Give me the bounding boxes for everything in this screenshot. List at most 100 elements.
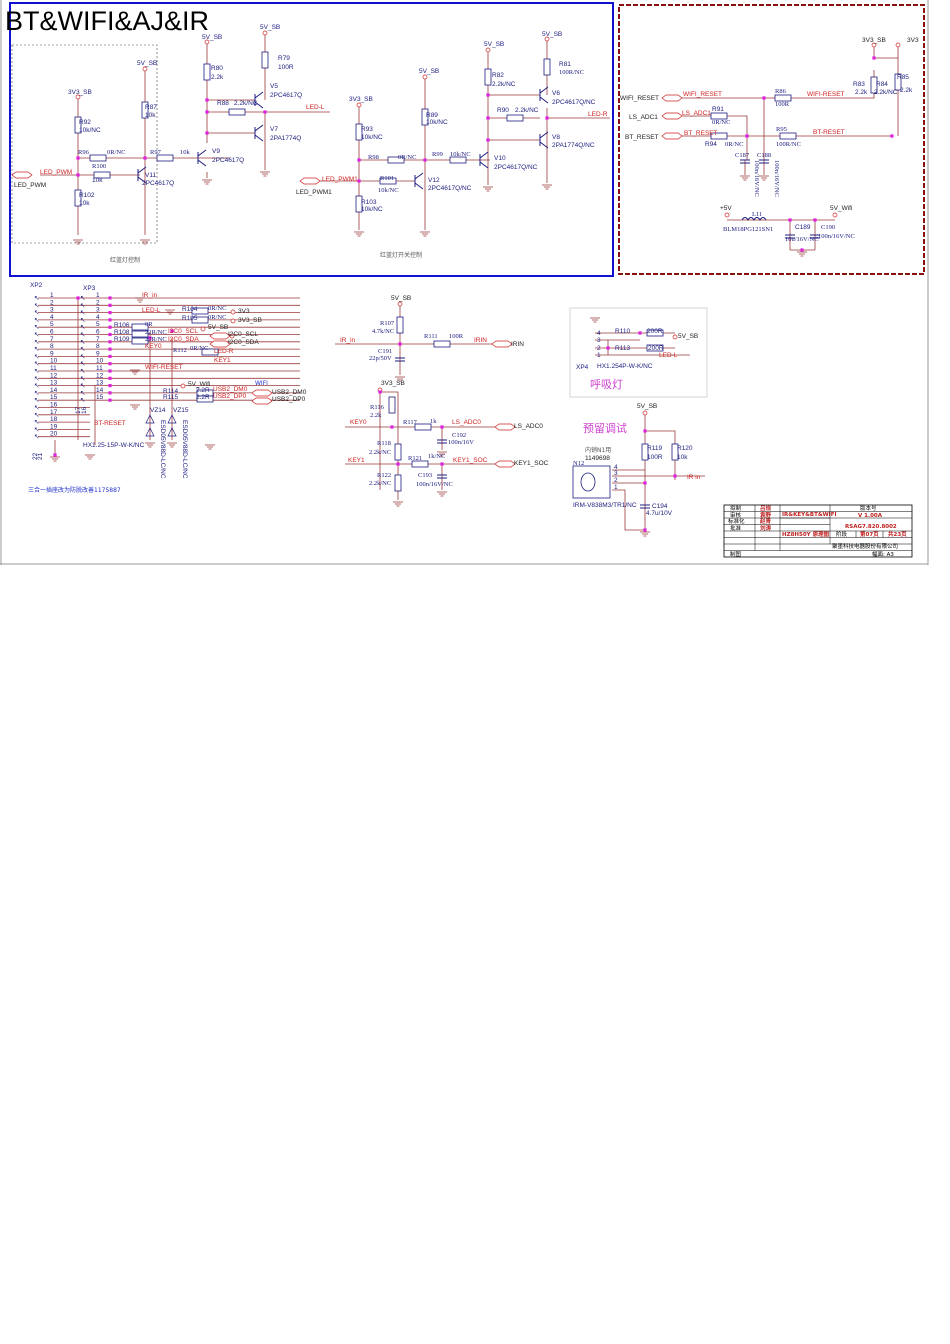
resistor-horizontal bbox=[710, 132, 728, 140]
junction-dot bbox=[170, 329, 174, 333]
connector-pin-mark: ↖ bbox=[80, 353, 85, 360]
ir-key-r117v-label: 1k bbox=[430, 418, 437, 425]
led-control-r97v-label: 10k bbox=[180, 149, 191, 156]
ir-key-r107v-label: 4.7k/NC bbox=[372, 328, 394, 335]
title-block-r2c2-label: 袁野 bbox=[759, 511, 772, 519]
reset-block-r86v-label: 100R bbox=[775, 101, 790, 108]
net-port-icon bbox=[251, 389, 273, 397]
junction-dot bbox=[800, 248, 804, 252]
led-switch-r93-label: R93 bbox=[361, 126, 373, 133]
reset-block-r84-label: R84 bbox=[876, 81, 888, 88]
resistor-horizontal bbox=[646, 344, 664, 352]
junction-dot bbox=[606, 346, 610, 350]
resistor-vertical bbox=[394, 443, 402, 461]
reset-block-wifi-reset-port-label: WIFI_RESET bbox=[620, 95, 659, 102]
ground-icon bbox=[165, 309, 175, 315]
net-port-icon bbox=[11, 171, 33, 179]
led-control-led-pwm-net-label: LED_PWM bbox=[40, 169, 72, 176]
ground-icon bbox=[354, 231, 364, 237]
connector-xp3-pins-6-label: 7 bbox=[96, 336, 100, 343]
power-port-icon bbox=[895, 42, 901, 48]
connector-xp3-pins-10-label: 11 bbox=[96, 365, 103, 372]
connector-xp3-pins-2-label: 3 bbox=[96, 307, 100, 314]
connector-xp2-pins-3-label: 4 bbox=[50, 314, 54, 321]
junction-dot bbox=[396, 462, 400, 466]
connector-r106-label: R106 bbox=[114, 322, 130, 329]
connector-i2c-sda-net-label: I2C0_SDA bbox=[168, 336, 199, 343]
reset-block-r85v-label: 2.2k bbox=[900, 87, 913, 94]
junction-dot bbox=[440, 425, 444, 429]
led-switch-v12-label: V12 bbox=[428, 177, 440, 184]
connector-vz14p-label: ESD05V88D-LC/NC bbox=[159, 420, 166, 479]
connector-pin-mark: ↖ bbox=[34, 302, 39, 309]
connector-xp2-pins-17-label: 18 bbox=[50, 416, 58, 423]
ir-key-key1-soc-port-label: KEY1_SOC bbox=[514, 460, 549, 467]
ground-icon bbox=[542, 184, 552, 190]
resistor-vertical bbox=[203, 63, 211, 81]
ground-icon bbox=[85, 454, 95, 460]
led-switch-r81-label: R81 bbox=[559, 61, 571, 68]
debug-n12-part-label: IRM-V838M3/TR1/NC bbox=[573, 502, 637, 509]
connector-xp3-part-label: HX1.25-15P-W-K/NC bbox=[83, 442, 145, 449]
net-port-icon bbox=[491, 340, 513, 348]
ground-icon bbox=[437, 451, 447, 457]
led-switch-r99v-label: 10k/NC bbox=[450, 151, 471, 158]
junction-dot bbox=[745, 134, 749, 138]
led-control-v7p-label: 2PA1774Q bbox=[270, 135, 301, 142]
led-control-v11p-label: 2PC4617Q bbox=[142, 180, 174, 187]
junction-dot bbox=[378, 390, 382, 394]
breathing-r110v-label: 200R bbox=[647, 328, 663, 335]
connector-wifi-tag-label: WIFI bbox=[255, 380, 268, 387]
led-control-v11-label: V11 bbox=[145, 172, 156, 179]
breathing-led-l-label: LED-L bbox=[659, 352, 678, 359]
connector-pin-mark: ↖ bbox=[80, 317, 85, 324]
connector-usb-dp-port-label: USB2_DP0 bbox=[272, 396, 306, 403]
connector-usb-dm-port-label: USB2_DM0 bbox=[272, 389, 307, 396]
junction-dot bbox=[890, 134, 894, 138]
junction-dot bbox=[108, 340, 112, 344]
breathing-xp4-part-label: HX1.254P-W-K/NC bbox=[597, 363, 653, 370]
connector-pin-mark: ↖ bbox=[34, 412, 39, 419]
debug-n12-pins-3-label: 1 bbox=[614, 484, 618, 491]
ir-key-r117-label: R117 bbox=[403, 419, 418, 426]
connector-pin-mark: ↖ bbox=[34, 419, 39, 426]
resistor-vertical bbox=[671, 443, 679, 461]
led-control-caption-label: 红蓝灯控制 bbox=[110, 256, 140, 264]
led-switch-r101v-label: 10k/NC bbox=[378, 187, 399, 194]
net-port-icon bbox=[661, 94, 683, 102]
led-control-r92-label: R92 bbox=[79, 119, 91, 126]
breathing-r110-label: R110 bbox=[615, 328, 630, 335]
labels: BT&WIFI&AJ&IR5V_SBR802.2k5V_SBR79100RV52… bbox=[5, 6, 919, 558]
power-port-icon bbox=[204, 39, 210, 45]
ir-key-key1-label: KEY1 bbox=[348, 457, 365, 464]
led-control-v7-label: V7 bbox=[270, 126, 278, 133]
ground-icon bbox=[420, 231, 430, 237]
ground-icon bbox=[202, 179, 212, 185]
ir-key-r122-label: R122 bbox=[377, 472, 391, 479]
connector-xp2-pins-12-label: 13 bbox=[50, 380, 58, 387]
ir-key-p3v3sb-label: 3V3_SB bbox=[381, 380, 405, 387]
resistor-horizontal bbox=[646, 329, 664, 337]
resistor-horizontal bbox=[196, 395, 214, 403]
power-port-icon bbox=[230, 318, 236, 324]
title-block-model-label: HZ8H50Y 原理图 bbox=[782, 530, 830, 538]
reset-block-c188v-label: 100n/16V/NC bbox=[773, 160, 780, 197]
connector-r109v-label: 22R/NC bbox=[145, 336, 167, 343]
debug-r120v-label: 10k bbox=[677, 454, 688, 461]
junction-dot bbox=[108, 398, 112, 402]
reset-section-frame bbox=[618, 4, 925, 275]
title-block-r3c1-label: 标准化 bbox=[728, 517, 745, 525]
resistor-vertical bbox=[484, 68, 492, 86]
reset-block-wifi-reset-net-label: WIFI_RESET bbox=[683, 91, 722, 98]
connector-xp2-pins-9-label: 10 bbox=[50, 358, 58, 365]
ir-key-c192-label: C192 bbox=[452, 432, 466, 439]
resistor-horizontal bbox=[131, 323, 149, 331]
connector-note-label: 三合一插座改为防脱改善1175887 bbox=[28, 486, 121, 494]
junction-dot bbox=[108, 369, 112, 373]
connector-pin-mark: ↖ bbox=[80, 339, 85, 346]
connector-vz15-label: VZ15 bbox=[173, 407, 189, 414]
connector-pin-mark: ↖ bbox=[80, 324, 85, 331]
ir-key-r121-label: R121 bbox=[408, 455, 422, 462]
debug-c194-label: C194 bbox=[652, 503, 668, 510]
led-switch-v12p-label: 2PC4617Q/NC bbox=[428, 185, 472, 192]
